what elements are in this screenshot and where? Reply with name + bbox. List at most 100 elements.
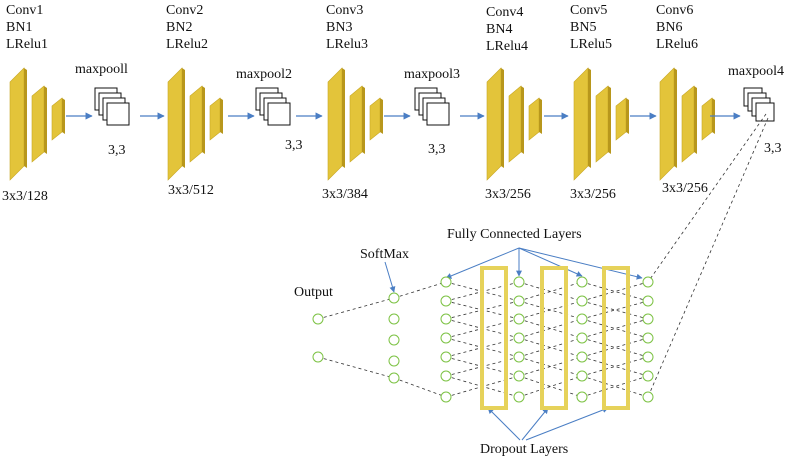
conv-slab-face — [51, 97, 63, 141]
conv-slab-face — [369, 97, 381, 141]
dense-connection — [581, 281, 649, 302]
conv-slab-face — [659, 67, 675, 181]
dense-connection — [518, 337, 583, 358]
pool-map — [267, 102, 291, 126]
neuron — [440, 370, 452, 382]
maxpool3-label: maxpool3 — [404, 67, 460, 82]
conv-slab-face — [701, 97, 713, 141]
conv4-filters: 3x3/256 — [485, 187, 531, 202]
dense-connection — [581, 281, 649, 302]
dense-connection — [581, 337, 649, 358]
neuron — [576, 332, 588, 344]
neuron — [642, 370, 654, 382]
neuron — [513, 276, 525, 288]
dropout-layer-1 — [480, 266, 508, 410]
output-neuron — [312, 351, 324, 363]
fc-pointer — [518, 247, 643, 280]
dropout-pointer — [487, 407, 521, 441]
dense-connection — [518, 375, 583, 398]
neuron — [576, 391, 588, 403]
neuron — [576, 370, 588, 382]
neuron — [642, 276, 654, 288]
dense-connection — [581, 300, 649, 320]
maxpool1-label: maxpooll — [75, 62, 128, 77]
maxpool2-size: 3,3 — [285, 138, 303, 153]
maxpool-stack-4 — [743, 87, 775, 122]
dense-connection — [581, 300, 649, 320]
dense-connection — [518, 318, 583, 339]
conv-slab-side — [674, 68, 677, 168]
conv-slab-face — [209, 97, 221, 141]
neuron — [642, 351, 654, 363]
dropout-pointer — [521, 407, 549, 441]
conv2-filters: 3x3/512 — [168, 183, 214, 198]
conv-slab-side — [202, 86, 205, 154]
conv-slab-side — [501, 68, 504, 168]
neuron — [440, 391, 452, 403]
conv-slab-side — [44, 86, 47, 154]
maxpool4-label: maxpool4 — [728, 64, 784, 79]
pool-map — [755, 102, 775, 122]
conv-slab-face — [167, 67, 183, 181]
conv-block-3 — [327, 67, 383, 181]
dense-connection — [393, 281, 447, 299]
conv-slab-side — [539, 98, 542, 134]
conv-slab-side — [588, 68, 591, 168]
neuron — [576, 295, 588, 307]
conv-slab-face — [9, 67, 25, 181]
softmax-neuron — [388, 355, 400, 367]
conv-slab-side — [182, 68, 185, 168]
conv-slab-face — [31, 85, 45, 163]
neuron — [576, 276, 588, 288]
conv-block-6 — [659, 67, 715, 181]
maxpool3-size: 3,3 — [428, 142, 446, 157]
softmax-neuron — [388, 313, 400, 325]
conv-block-2 — [167, 67, 223, 181]
conv-slab-face — [595, 85, 609, 163]
conv6-filters: 3x3/256 — [662, 181, 708, 196]
dense-connection — [518, 281, 583, 302]
neuron — [642, 313, 654, 325]
conv-slab-face — [189, 85, 203, 163]
maxpool-stack-2 — [255, 87, 291, 126]
neuron — [440, 313, 452, 325]
neuron — [513, 295, 525, 307]
dense-connection — [518, 375, 583, 398]
dense-connection — [581, 337, 649, 358]
dense-connection — [581, 318, 649, 339]
neuron — [513, 351, 525, 363]
conv-slab-face — [508, 85, 522, 163]
dense-connection — [581, 318, 649, 339]
dropout-layers-label: Dropout Layers — [480, 442, 569, 457]
dropout-layer-2 — [540, 266, 568, 410]
neuron — [440, 276, 452, 288]
conv-slab-side — [521, 86, 524, 154]
softmax-pointer — [384, 261, 396, 293]
maxpool2-label: maxpool2 — [236, 67, 292, 82]
dropout-layer-3 — [602, 266, 630, 410]
neuron — [513, 391, 525, 403]
conv1-filters: 3x3/128 — [2, 189, 48, 204]
maxpool-stack-1 — [94, 87, 130, 126]
dense-connection — [518, 356, 583, 377]
fc-pointer — [518, 247, 583, 277]
conv-slab-face — [615, 97, 627, 141]
output-label: Output — [294, 285, 333, 300]
dense-connection — [393, 377, 447, 398]
fc-pointer — [445, 247, 520, 279]
pool-map — [106, 102, 130, 126]
maxpool1-size: 3,3 — [108, 143, 126, 158]
conv-slab-face — [486, 67, 502, 181]
dense-connection — [581, 356, 649, 377]
dense-connection — [518, 300, 583, 320]
dense-connection — [581, 375, 649, 398]
conv-block-5 — [573, 67, 629, 181]
conv3-filters: 3x3/384 — [322, 187, 368, 202]
conv-block-4 — [486, 67, 542, 181]
neuron — [440, 295, 452, 307]
output-neuron — [312, 313, 324, 325]
conv-slab-side — [626, 98, 629, 134]
